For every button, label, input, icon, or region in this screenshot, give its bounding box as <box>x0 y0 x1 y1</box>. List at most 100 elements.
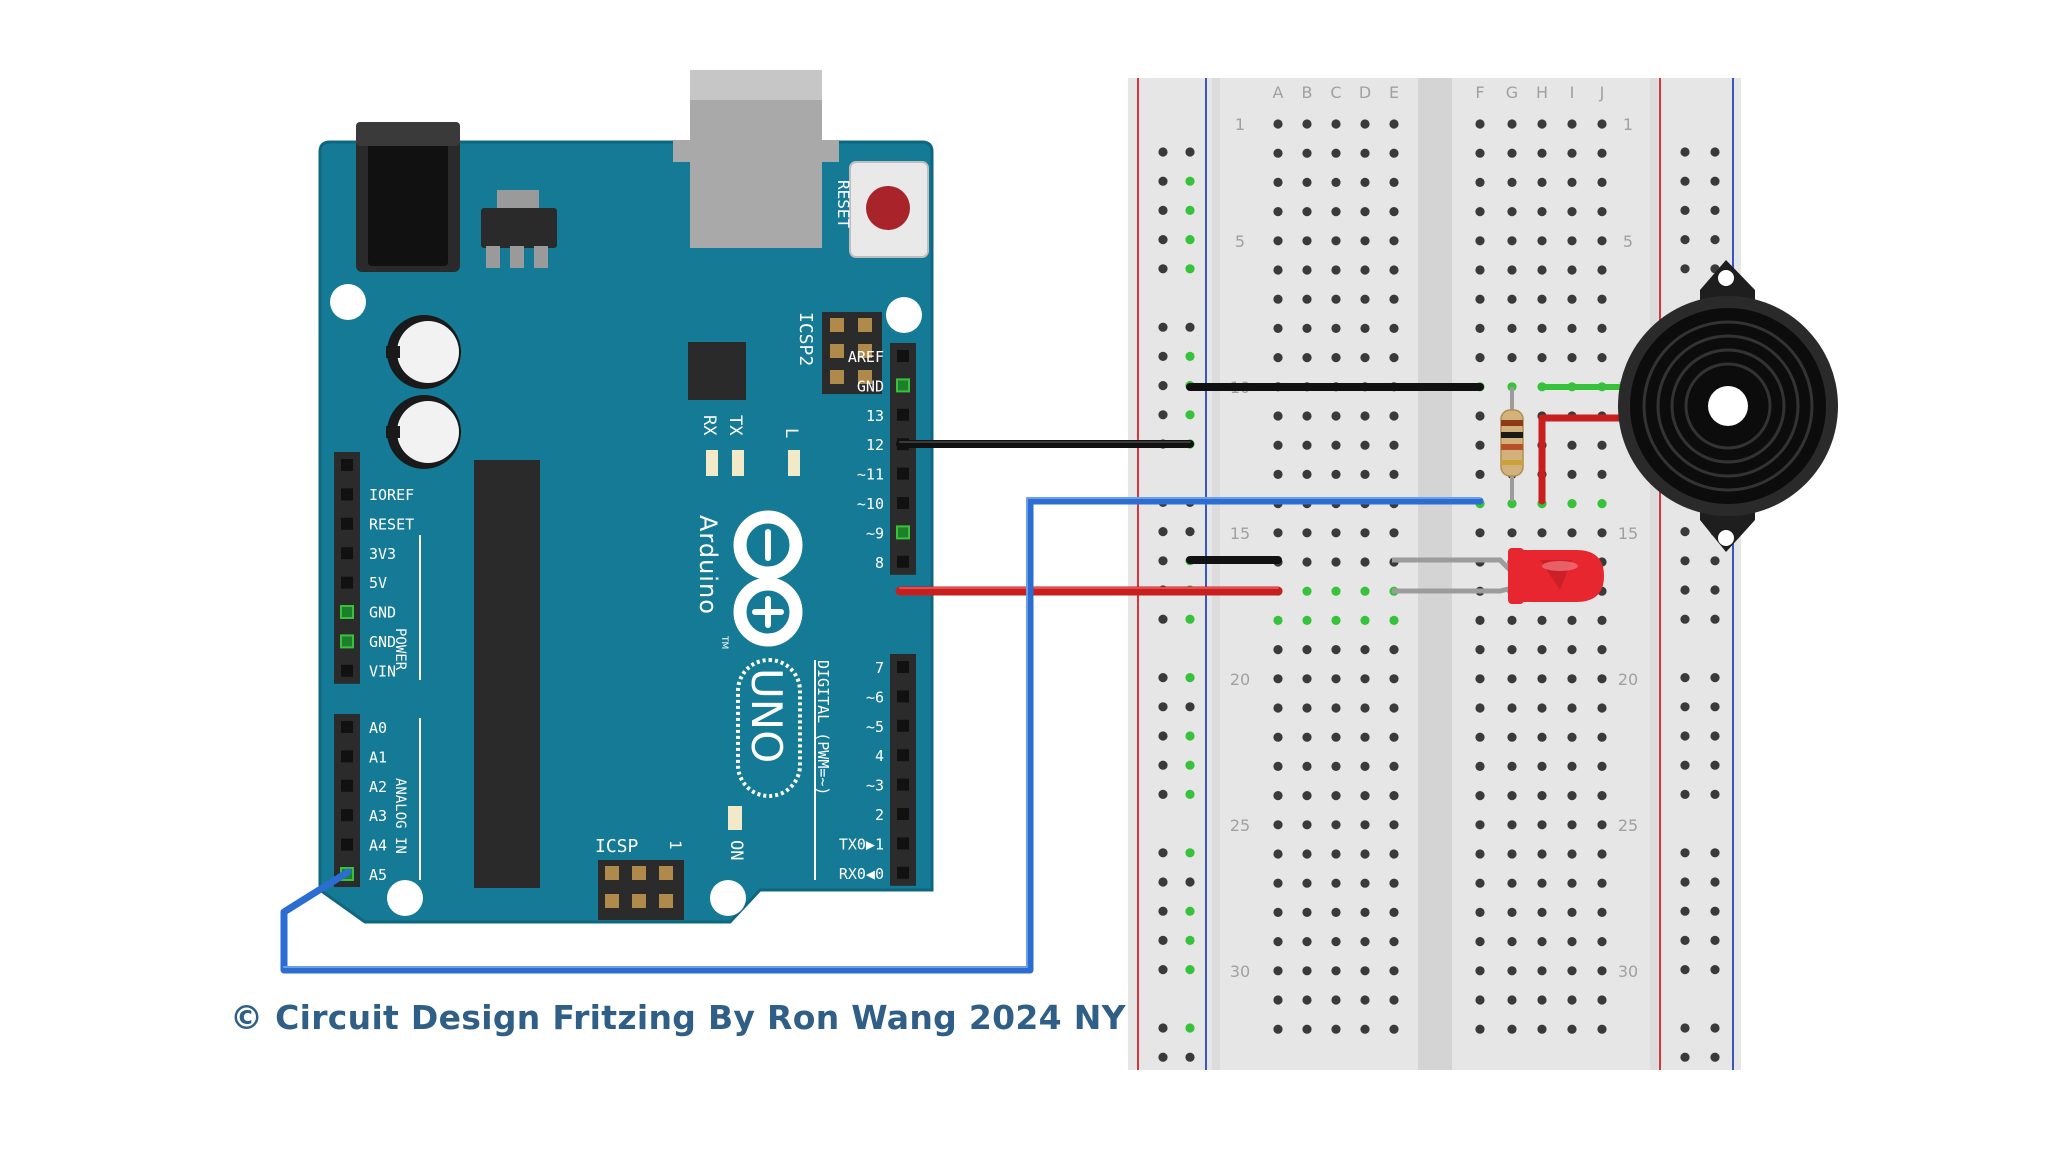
power-rail-hole[interactable] <box>1680 906 1690 916</box>
digital-header-bottom-pin[interactable] <box>897 866 909 879</box>
power-rail-hole[interactable] <box>1185 527 1195 537</box>
power-rail-hole[interactable] <box>1185 1023 1195 1033</box>
power-rail-hole[interactable] <box>1680 877 1690 887</box>
power-rail-hole[interactable] <box>1158 235 1168 245</box>
breadboard-hole[interactable] <box>1475 645 1485 655</box>
breadboard-hole[interactable] <box>1360 615 1370 626</box>
breadboard-hole[interactable] <box>1537 966 1547 976</box>
power-rail-hole[interactable] <box>1680 614 1690 624</box>
digital-header-top-pin[interactable] <box>897 467 909 480</box>
breadboard-hole[interactable] <box>1331 878 1341 888</box>
breadboard-hole[interactable] <box>1597 1024 1607 1034</box>
power-rail-hole[interactable] <box>1680 147 1690 157</box>
breadboard-hole[interactable] <box>1273 119 1283 129</box>
breadboard-hole[interactable] <box>1597 119 1607 129</box>
power-rail-hole[interactable] <box>1680 935 1690 946</box>
breadboard-hole[interactable] <box>1273 907 1283 918</box>
breadboard-hole[interactable] <box>1389 615 1399 626</box>
breadboard-hole[interactable] <box>1302 878 1312 888</box>
power-rail-hole[interactable] <box>1185 760 1195 770</box>
breadboard-hole[interactable] <box>1597 674 1607 684</box>
breadboard-hole[interactable] <box>1475 995 1485 1005</box>
breadboard-hole[interactable] <box>1360 440 1370 450</box>
power-rail-hole[interactable] <box>1185 205 1195 215</box>
breadboard-hole[interactable] <box>1537 528 1547 538</box>
breadboard-hole[interactable] <box>1597 265 1607 275</box>
power-rail-hole[interactable] <box>1710 176 1720 186</box>
breadboard-hole[interactable] <box>1273 791 1283 801</box>
breadboard-hole[interactable] <box>1567 265 1577 275</box>
power-rail-hole[interactable] <box>1710 760 1720 770</box>
breadboard-hole[interactable] <box>1360 1024 1370 1034</box>
breadboard-hole[interactable] <box>1273 236 1283 246</box>
power-rail-hole[interactable] <box>1158 381 1168 391</box>
breadboard-hole[interactable] <box>1360 732 1370 742</box>
power-rail-hole[interactable] <box>1710 585 1720 595</box>
breadboard-hole[interactable] <box>1537 265 1547 275</box>
breadboard-hole[interactable] <box>1360 995 1370 1005</box>
power-rail-hole[interactable] <box>1710 235 1720 245</box>
breadboard-hole[interactable] <box>1507 703 1517 713</box>
power-rail-hole[interactable] <box>1710 935 1720 946</box>
breadboard-hole[interactable] <box>1597 236 1607 246</box>
breadboard-hole[interactable] <box>1360 937 1370 947</box>
breadboard-hole[interactable] <box>1389 674 1399 684</box>
breadboard-hole[interactable] <box>1597 966 1607 976</box>
breadboard-hole[interactable] <box>1360 849 1370 859</box>
breadboard-hole[interactable] <box>1302 207 1312 217</box>
breadboard-hole[interactable] <box>1389 177 1399 187</box>
breadboard-hole[interactable] <box>1360 148 1370 158</box>
breadboard-hole[interactable] <box>1567 615 1577 626</box>
breadboard-hole[interactable] <box>1507 878 1517 888</box>
breadboard-hole[interactable] <box>1567 1024 1577 1034</box>
breadboard-hole[interactable] <box>1567 440 1577 450</box>
breadboard-hole[interactable] <box>1475 294 1485 304</box>
breadboard-hole[interactable] <box>1302 732 1312 742</box>
breadboard-hole[interactable] <box>1389 703 1399 713</box>
breadboard-hole[interactable] <box>1507 528 1517 538</box>
power-rail-hole[interactable] <box>1158 176 1168 186</box>
power-rail-hole[interactable] <box>1710 789 1720 800</box>
breadboard-hole[interactable] <box>1475 1024 1485 1034</box>
power-rail-hole[interactable] <box>1158 906 1168 916</box>
breadboard-hole[interactable] <box>1475 732 1485 742</box>
breadboard-hole[interactable] <box>1331 820 1341 830</box>
breadboard-hole[interactable] <box>1389 294 1399 304</box>
breadboard-hole[interactable] <box>1567 177 1577 187</box>
breadboard-hole[interactable] <box>1331 615 1341 626</box>
breadboard-hole[interactable] <box>1331 528 1341 538</box>
breadboard-hole[interactable] <box>1507 791 1517 801</box>
breadboard-hole[interactable] <box>1597 528 1607 538</box>
breadboard-hole[interactable] <box>1507 820 1517 830</box>
breadboard-hole[interactable] <box>1360 820 1370 830</box>
breadboard-hole[interactable] <box>1273 966 1283 976</box>
power-rail-hole[interactable] <box>1185 965 1195 975</box>
breadboard-hole[interactable] <box>1507 849 1517 859</box>
power-header-pin[interactable] <box>341 664 353 677</box>
power-header-pin[interactable] <box>340 634 354 649</box>
power-rail-hole[interactable] <box>1680 176 1690 186</box>
breadboard-hole[interactable] <box>1273 353 1283 363</box>
breadboard-hole[interactable] <box>1331 294 1341 304</box>
breadboard-hole[interactable] <box>1507 148 1517 158</box>
breadboard-hole[interactable] <box>1567 732 1577 742</box>
breadboard-hole[interactable] <box>1273 440 1283 450</box>
breadboard-hole[interactable] <box>1389 353 1399 363</box>
breadboard-hole[interactable] <box>1507 265 1517 275</box>
breadboard-hole[interactable] <box>1537 236 1547 246</box>
breadboard-hole[interactable] <box>1331 966 1341 976</box>
power-rail-hole[interactable] <box>1158 1023 1168 1033</box>
breadboard-hole[interactable] <box>1302 703 1312 713</box>
breadboard-hole[interactable] <box>1302 294 1312 304</box>
breadboard-hole[interactable] <box>1597 732 1607 742</box>
breadboard-hole[interactable] <box>1360 265 1370 275</box>
power-header-pin[interactable] <box>341 459 353 471</box>
breadboard-hole[interactable] <box>1475 703 1485 713</box>
breadboard-hole[interactable] <box>1507 294 1517 304</box>
breadboard-hole[interactable] <box>1273 177 1283 187</box>
breadboard-hole[interactable] <box>1537 761 1547 772</box>
breadboard-hole[interactable] <box>1360 645 1370 655</box>
power-rail-hole[interactable] <box>1185 264 1195 274</box>
breadboard-hole[interactable] <box>1360 703 1370 713</box>
breadboard-hole[interactable] <box>1389 995 1399 1005</box>
